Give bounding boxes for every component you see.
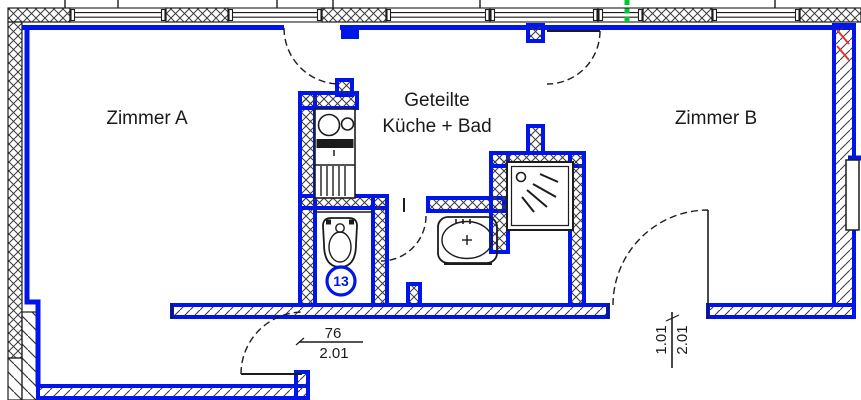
window-symbol: [489, 7, 599, 23]
right-wall: [832, 23, 861, 307]
window-symbol: [69, 7, 167, 23]
red-wall-marks: [836, 29, 850, 61]
shower-drain-icon: [515, 171, 527, 183]
window-symbols: [69, 7, 801, 23]
door-arc-room-a: [283, 27, 341, 85]
wall-pier: [321, 7, 387, 23]
room-label-shared-line1: Geteilte: [404, 90, 469, 111]
dimension-height: 2.01: [674, 325, 691, 354]
door-arc-bottom: [240, 311, 304, 375]
room-label-zimmer-b: Zimmer B: [675, 108, 757, 129]
appliance-stripes: [320, 166, 346, 196]
kitchen-wall-stub: [335, 78, 354, 97]
axis-ticks: [64, 0, 776, 8]
wc-number: 13: [333, 273, 349, 289]
window-symbol: [385, 7, 491, 23]
wall-pier: [7, 7, 71, 23]
dimension-door-a: 76 2.01: [295, 325, 363, 362]
wc-niche-right-wall: [371, 194, 389, 307]
left-exterior-wall: [7, 21, 40, 400]
shower-spray-lines: [521, 173, 559, 213]
dimension-door-b: 1.01 2.01: [653, 312, 691, 368]
bottom-left-wall: [36, 370, 310, 400]
blue-perimeter: [22, 25, 852, 387]
side-door-leaf: [845, 159, 860, 231]
dimension-height: 2.01: [319, 345, 348, 362]
wall-pier: [799, 7, 861, 23]
window-symbol: [227, 7, 323, 23]
top-exterior-wall: [7, 0, 861, 24]
door-a-hinge-tab: [341, 25, 359, 39]
dimension-width: 1.01: [653, 325, 670, 354]
door-arc-room-b: [612, 209, 709, 306]
faucet-icon: [455, 219, 471, 224]
door-step: [294, 370, 310, 400]
door-arc-wc: [380, 215, 427, 262]
sink-icon: [437, 216, 498, 265]
kitchen-unit-icon: [314, 108, 356, 199]
entry-wall-stub: [526, 23, 545, 43]
window-symbol: [597, 7, 644, 23]
bath-door-stub: [406, 282, 422, 307]
wall-left: [24, 25, 41, 387]
counter-band: [316, 139, 354, 148]
stove-burner-icon: [317, 113, 341, 137]
doors: [240, 27, 709, 375]
room-label-shared-line2: Küche + Bad: [382, 116, 491, 137]
stove-burner-icon: [340, 117, 355, 131]
shower-icon: [506, 161, 574, 231]
wall-pier: [642, 7, 713, 23]
dimension-width: 76: [325, 325, 342, 342]
wall-pier: [165, 7, 229, 23]
room-label-zimmer-a: Zimmer A: [106, 108, 188, 129]
wc-number-badge: 13: [325, 265, 357, 297]
toilet-icon: [322, 217, 358, 268]
door-arc-bath: [546, 30, 601, 85]
window-symbol: [711, 7, 801, 23]
partition-walls: [298, 23, 586, 307]
bath-wall-stub: [526, 124, 545, 155]
south-interior-wall: [170, 303, 856, 319]
